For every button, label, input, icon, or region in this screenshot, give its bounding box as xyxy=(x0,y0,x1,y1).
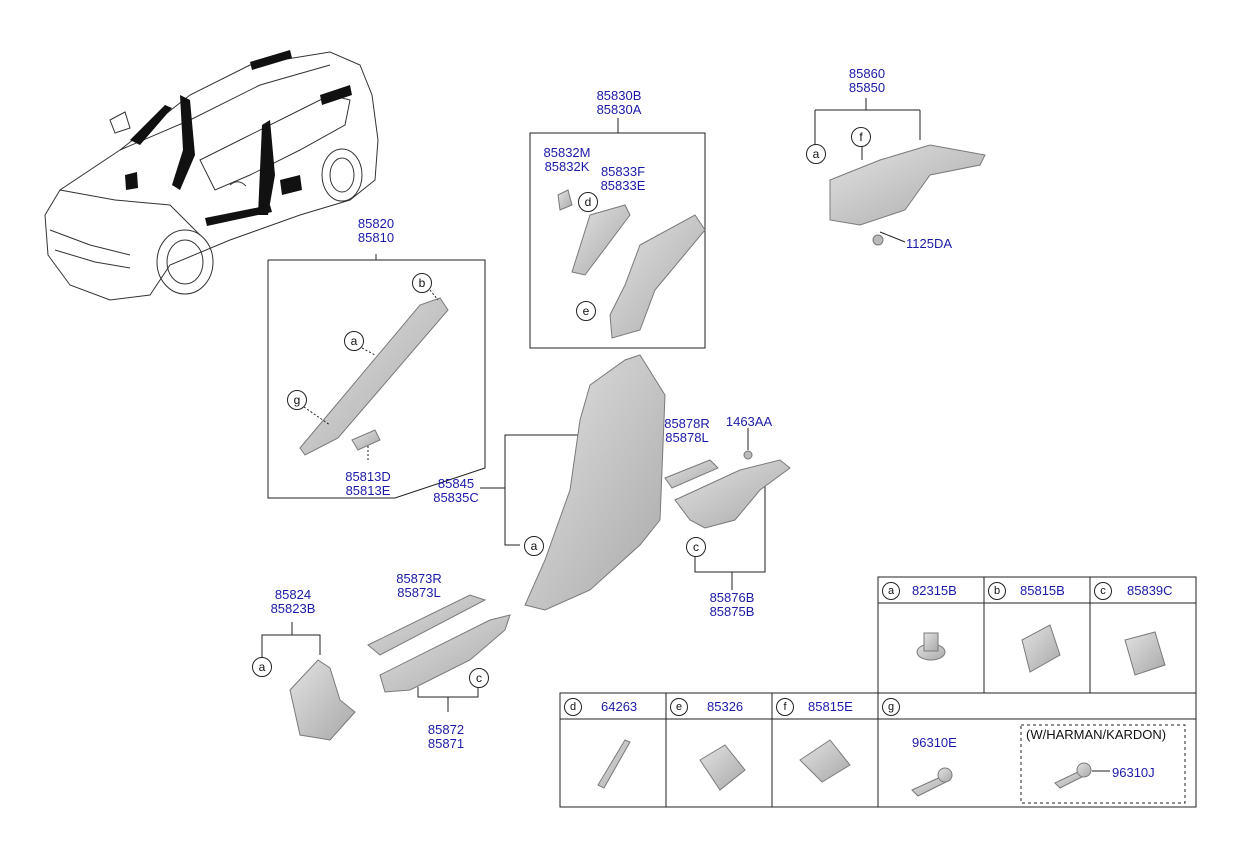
vehicle-pillar-highlights xyxy=(125,50,352,226)
part-label: 85833F xyxy=(600,164,646,179)
legend-key-f: f xyxy=(776,698,794,716)
legend-part-g-std: 96310E xyxy=(912,735,957,750)
part-label: 85872 xyxy=(427,722,465,737)
part-label: 1125DA xyxy=(906,236,953,251)
legend-table xyxy=(559,576,1197,808)
callout-a: a xyxy=(252,657,272,677)
part-label: 1463AA xyxy=(725,414,773,429)
part-label: 85878L xyxy=(665,430,709,445)
fastener-icons xyxy=(597,624,1166,797)
part-label: 85835C xyxy=(433,490,479,505)
b-pillar-upper-group xyxy=(529,118,706,349)
clip-85815E-icon xyxy=(799,739,851,783)
b-pillar-upper-parts xyxy=(557,189,706,339)
bolt-96310J-icon xyxy=(1054,762,1092,789)
part-label: 85830A xyxy=(596,102,642,117)
part-label: 85860 xyxy=(848,66,886,81)
clip-85839C-icon xyxy=(1124,631,1166,676)
callout-b: b xyxy=(412,273,432,293)
part-label: 85873R xyxy=(396,571,442,586)
rear-scuff-group xyxy=(694,428,766,590)
part-label: 85824 xyxy=(274,587,312,602)
part-label: 85820 xyxy=(357,216,395,231)
callout-c: c xyxy=(686,537,706,557)
part-label: 85873L xyxy=(397,585,441,600)
cowl-trim-group xyxy=(261,622,321,660)
callout-e: e xyxy=(576,301,596,321)
part-label: 85813D xyxy=(345,469,391,484)
callout-a: a xyxy=(344,331,364,351)
legend-part-g-option: 96310J xyxy=(1112,765,1155,780)
callout-a: a xyxy=(524,536,544,556)
part-label: 85871 xyxy=(427,736,465,751)
b-pillar-lower-group xyxy=(480,434,580,546)
legend-key-b: b xyxy=(988,582,1006,600)
legend-key-a: a xyxy=(882,582,900,600)
legend-part-e: 85326 xyxy=(707,699,744,714)
clip-85815B-icon xyxy=(1021,624,1061,673)
callout-f: f xyxy=(851,127,871,147)
legend-part-c: 85839C xyxy=(1127,583,1173,598)
part-label: 85876B xyxy=(709,590,755,605)
front-scuff-group xyxy=(417,680,479,712)
upper-rear-trim-part xyxy=(829,144,986,246)
part-label: 85830B xyxy=(596,88,642,103)
legend-option-note: (W/HARMAN/KARDON) xyxy=(1026,727,1167,742)
part-label: 85845 xyxy=(437,476,475,491)
legend-part-d: 64263 xyxy=(601,699,638,714)
part-label: 85878R xyxy=(664,416,710,431)
callout-a: a xyxy=(806,144,826,164)
legend-part-f: 85815E xyxy=(808,699,853,714)
part-label: 85833E xyxy=(600,178,646,193)
part-label: 85810 xyxy=(357,230,395,245)
part-label: 85850 xyxy=(848,80,886,95)
cowl-trim-part xyxy=(289,659,356,741)
vehicle-illustration xyxy=(44,51,379,301)
a-pillar-trim-part xyxy=(299,297,449,456)
part-label: 85823B xyxy=(270,601,316,616)
front-scuff-parts xyxy=(367,594,511,693)
a-pillar-group xyxy=(267,254,486,499)
legend-part-a: 82315B xyxy=(912,583,957,598)
clip-82315B-icon xyxy=(916,632,946,661)
legend-part-b: 85815B xyxy=(1020,583,1065,598)
callout-c: c xyxy=(469,668,489,688)
spring-64263-icon xyxy=(597,739,631,789)
callout-g: g xyxy=(287,390,307,410)
part-label: 85832K xyxy=(544,159,590,174)
part-label: 85875B xyxy=(709,604,755,619)
legend-key-c: c xyxy=(1094,582,1112,600)
rear-scuff-parts xyxy=(664,450,791,529)
part-label: 85832M xyxy=(543,145,591,160)
clip-85326-icon xyxy=(699,744,746,791)
legend-key-e: e xyxy=(670,698,688,716)
legend-key-d: d xyxy=(564,698,582,716)
bolt-96310E-icon xyxy=(911,767,953,797)
upper-rear-trim-group xyxy=(814,98,921,243)
part-label: 85813E xyxy=(345,483,391,498)
b-pillar-lower-part xyxy=(524,354,666,611)
callout-d: d xyxy=(578,192,598,212)
legend-key-g: g xyxy=(882,698,900,716)
